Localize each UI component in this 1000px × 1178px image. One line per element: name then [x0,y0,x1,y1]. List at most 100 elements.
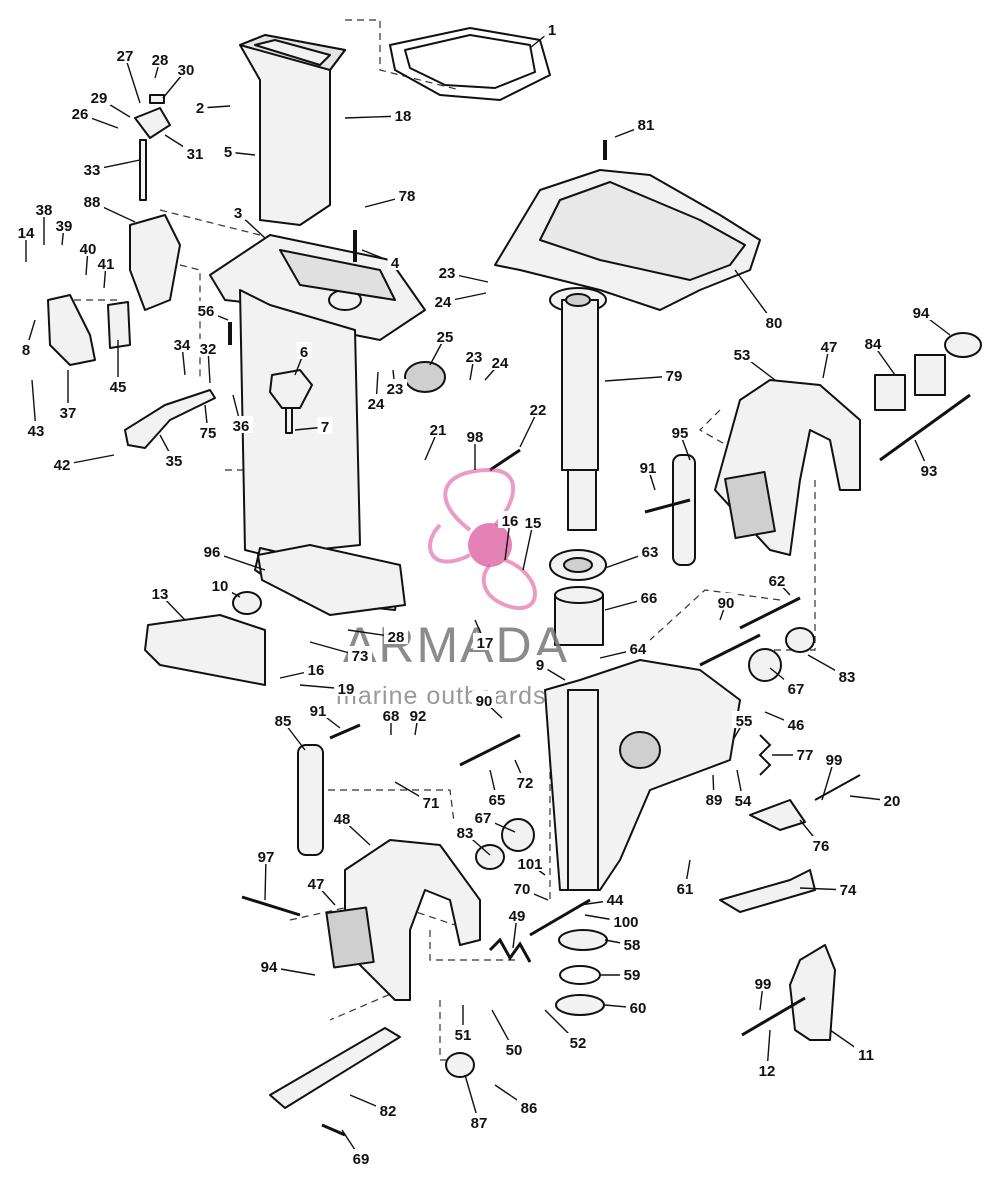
part-number-31: 31 [187,146,204,163]
callout-label-bg [306,701,330,718]
part-number-10: 10 [212,578,229,595]
part-number-93: 93 [921,463,938,480]
part-number-90: 90 [718,595,735,612]
part-number-94: 94 [913,305,930,322]
callout-label-bg [170,335,194,352]
callout-label-bg [835,667,859,684]
part-number-62: 62 [769,573,786,590]
callout-label-bg [880,791,904,808]
part-number-94: 94 [261,959,278,976]
part-number-67: 67 [788,681,805,698]
part-number-65: 65 [489,792,506,809]
callout-leader-97 [264,856,267,901]
callout-label-bg [80,192,104,209]
callout-label-bg [32,200,56,217]
part-number-16: 16 [502,513,519,530]
callout-label-bg [162,451,186,468]
callout-label-bg [76,239,100,256]
part-number-20: 20 [884,793,901,810]
armada-watermark: ARMADA marine outboards [336,467,569,710]
callout-label-bg [502,1040,526,1057]
part-number-87: 87 [471,1115,488,1132]
callout-label-bg [14,223,38,240]
part-number-39: 39 [56,218,73,235]
part-number-73: 73 [352,648,369,665]
part-number-28: 28 [388,629,405,646]
part-number-1: 1 [548,22,556,39]
callout-label-bg [637,588,661,605]
callout-label-bg [714,593,738,610]
callout-label-bg [304,874,328,891]
part-number-9: 9 [536,657,544,674]
callout-label-bg [196,423,220,440]
part-number-61: 61 [677,881,694,898]
callout-label-bg [626,998,650,1015]
steering-arm-part-80 [494,169,761,311]
part-number-51: 51 [455,1027,472,1044]
callout-label-bg [765,571,789,588]
callout-label-bg [376,1101,400,1118]
watermark-brand-text: ARMADA [343,617,569,673]
callout-label-bg [113,46,137,63]
part-number-63: 63 [642,544,659,561]
part-number-81: 81 [638,117,655,134]
callout-label-bg [702,790,726,807]
callout-label-bg [521,513,545,530]
callout-label-bg [24,421,48,438]
callout-label-bg [87,88,111,105]
part-number-74: 74 [840,882,857,899]
part-number-58: 58 [624,937,641,954]
part-number-77: 77 [797,747,814,764]
part-number-30: 30 [178,62,195,79]
callout-label-bg [431,292,455,309]
callout-label-bg [330,809,354,826]
tilt-lock-parts-85-95 [297,454,696,856]
propeller-logo-icon [428,467,537,610]
callout-label-bg [731,791,755,808]
callout-label-bg [634,115,658,132]
part-number-78: 78 [399,188,416,205]
callout-label-bg [453,823,477,840]
part-number-23: 23 [439,265,456,282]
callout-label-bg [50,455,74,472]
callout-label-bg [626,639,650,656]
callout-label-bg [148,50,172,67]
part-number-43: 43 [28,423,45,440]
part-number-89: 89 [706,792,723,809]
part-number-24: 24 [435,294,452,311]
part-number-18: 18 [395,108,412,125]
part-number-59: 59 [624,967,641,984]
part-number-52: 52 [570,1035,587,1052]
callout-label-bg [379,706,403,723]
part-number-85: 85 [275,713,292,730]
callout-label-bg [793,745,817,762]
part-number-3: 3 [234,205,242,222]
gasket-part-1 [389,27,551,101]
callout-label-bg [809,836,833,853]
callout-label-bg [451,1025,475,1042]
callout-label-bg [566,1033,590,1050]
callout-label-bg [620,935,644,952]
washers-part-83-87 [445,627,815,1078]
part-number-13: 13 [152,586,169,603]
part-number-55: 55 [736,713,753,730]
part-number-14: 14 [18,225,35,242]
part-number-42: 42 [54,457,71,474]
part-number-54: 54 [735,793,752,810]
callout-label-bg [751,974,775,991]
callout-label-bg [471,808,495,825]
part-number-90: 90 [476,693,493,710]
callout-label-bg [254,847,278,864]
fittings-part-6-25 [269,361,446,434]
callout-label-bg [52,216,76,233]
part-number-100: 100 [613,914,638,931]
callout-leader-15 [522,522,534,571]
watermark-tagline-text: marine outboards [336,682,547,710]
callout-label-bg [463,427,487,444]
callout-label-bg [208,576,232,593]
callout-label-bg [194,301,218,318]
callout-label-bg [473,633,497,650]
part-number-88: 88 [84,194,101,211]
part-number-25: 25 [437,329,454,346]
